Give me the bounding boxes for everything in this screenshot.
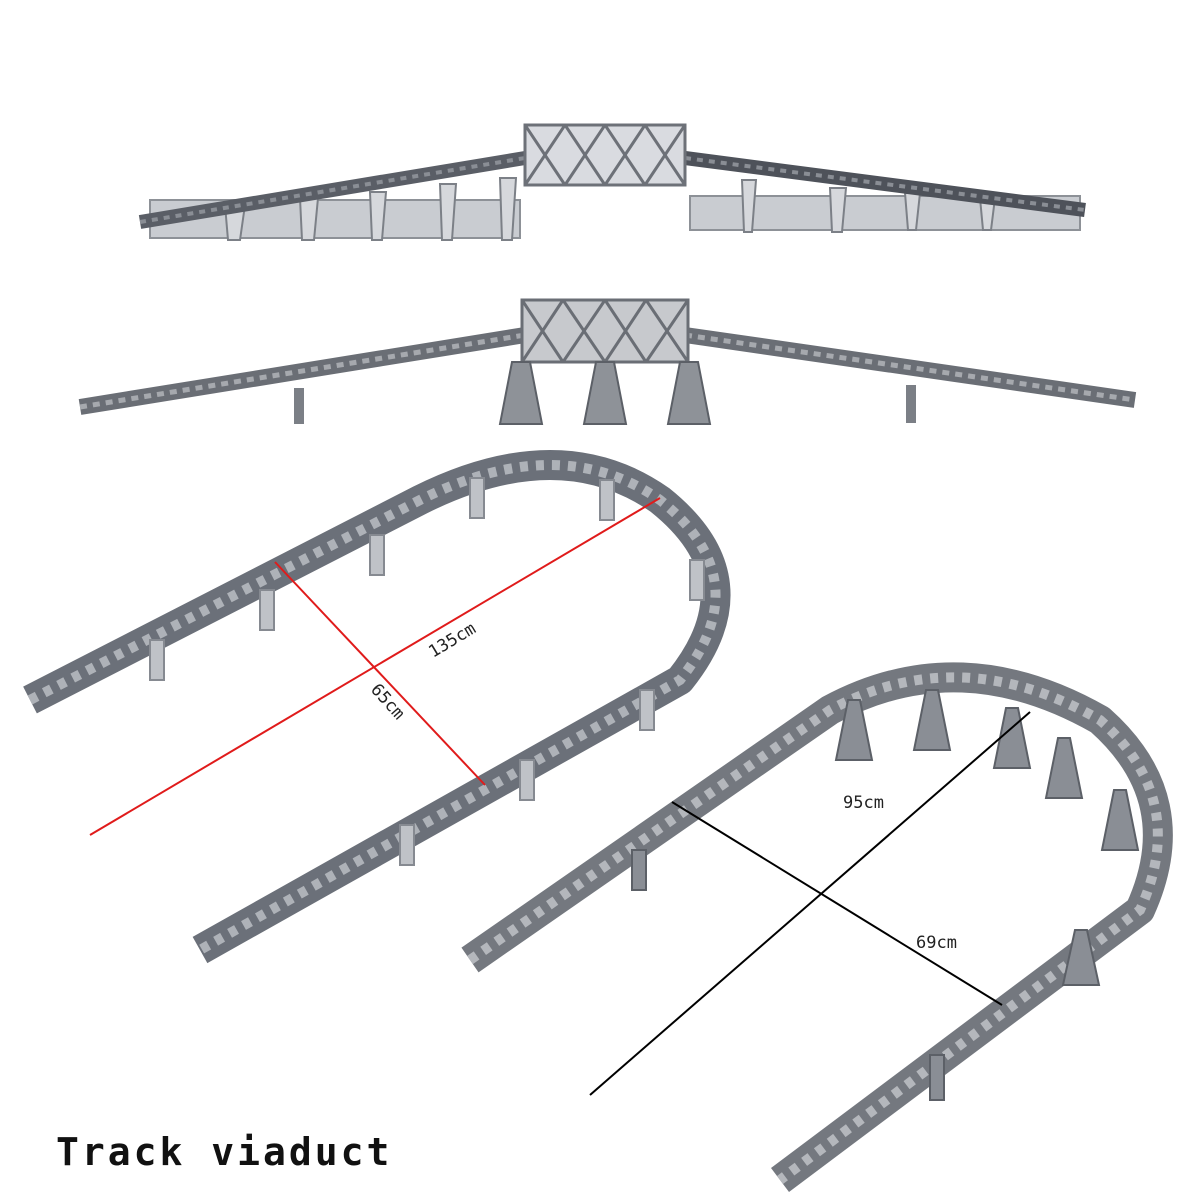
- right-width-label: 69cm: [916, 933, 957, 953]
- viaduct-photo-top: [138, 123, 1086, 241]
- u-viaduct-right: 95cm 69cm: [461, 662, 1173, 1192]
- caption-title: Track viaduct: [56, 1130, 393, 1174]
- right-length-label: 95cm: [843, 793, 884, 813]
- right-length-measure-line: [589, 711, 1031, 1096]
- left-width-label: 65cm: [366, 680, 408, 724]
- left-length-measure-line: [89, 497, 661, 836]
- left-width-measure-line: [274, 561, 486, 786]
- right-width-measure-line: [671, 801, 1003, 1006]
- viaduct-render-side: [78, 298, 1137, 425]
- left-length-label: 135cm: [425, 619, 479, 663]
